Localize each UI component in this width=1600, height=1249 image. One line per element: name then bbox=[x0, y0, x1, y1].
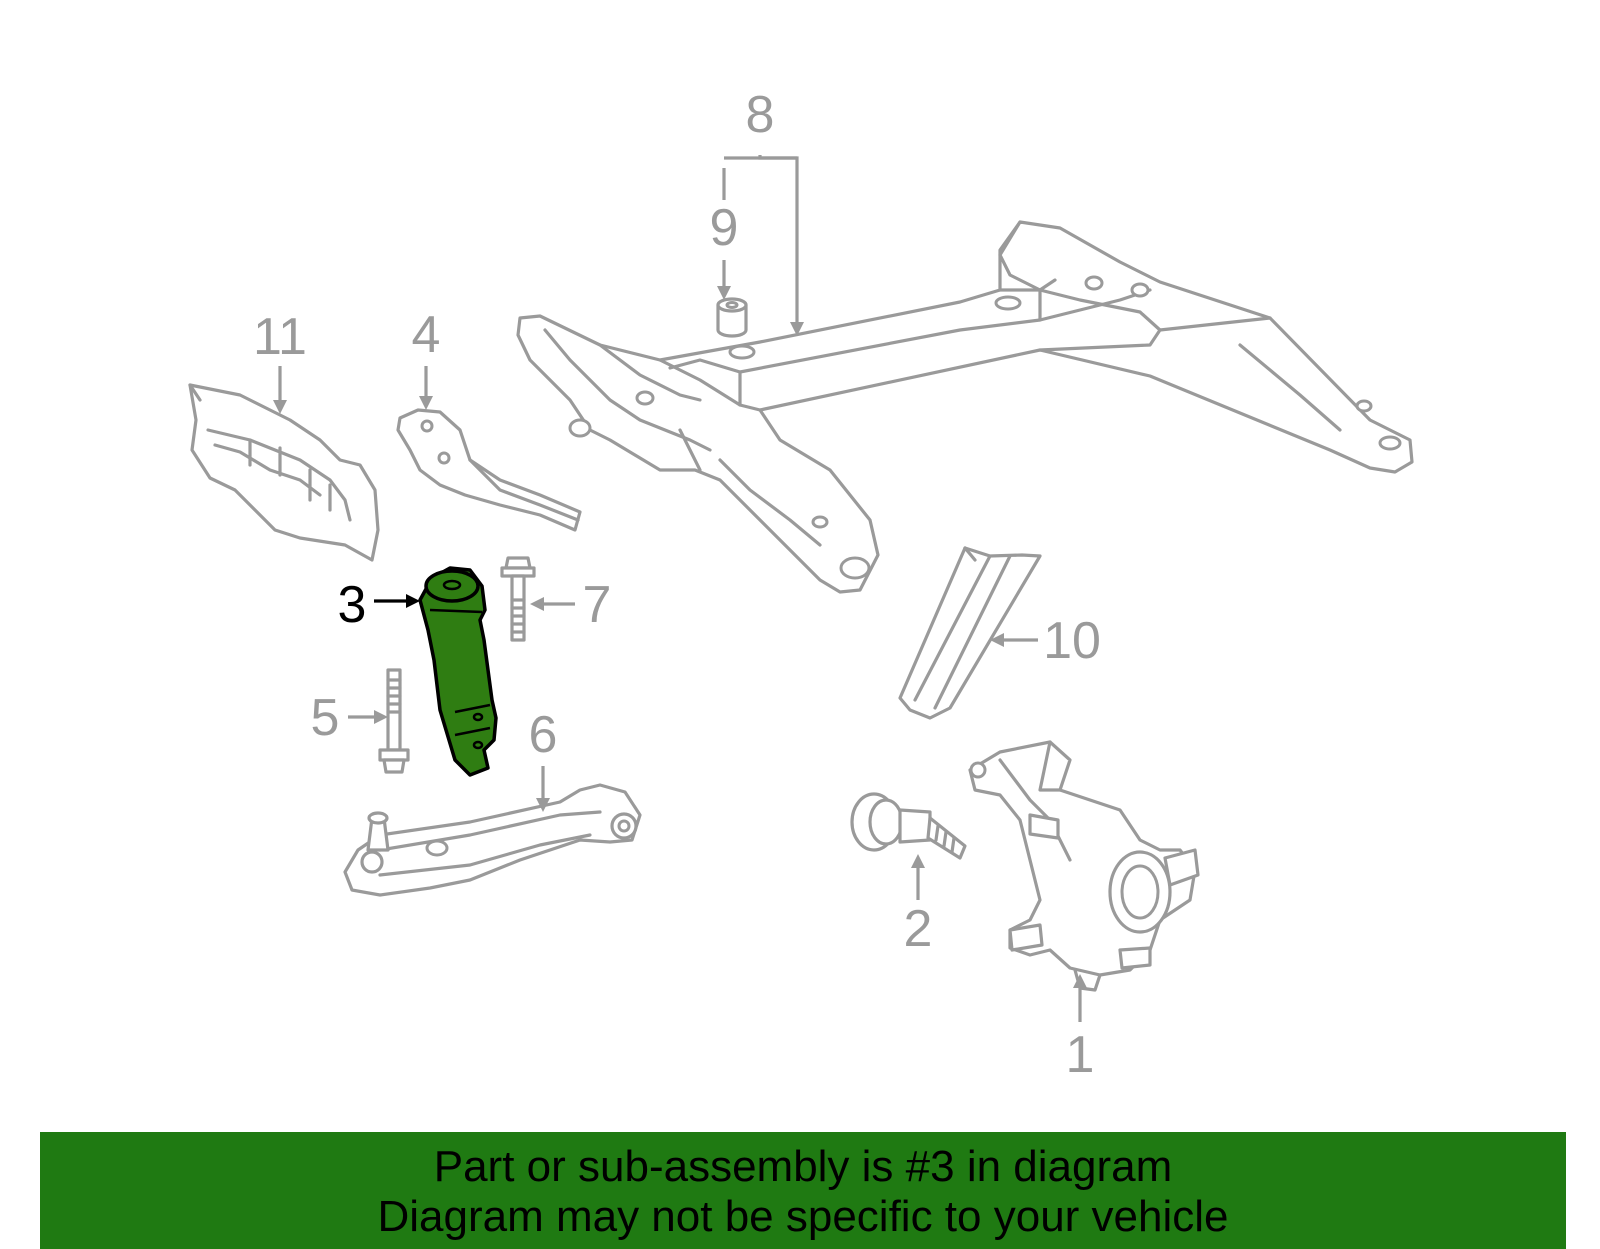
info-banner: Part or sub-assembly is #3 in diagram Di… bbox=[40, 1132, 1566, 1249]
part-6-control-arm[interactable] bbox=[343, 783, 642, 897]
part-2-axle[interactable] bbox=[850, 792, 967, 860]
part-8-crossmember[interactable] bbox=[516, 220, 1414, 594]
part-4-bracket[interactable] bbox=[396, 408, 582, 532]
part-7-bolt[interactable] bbox=[500, 556, 536, 642]
leader-lines bbox=[273, 155, 1087, 1022]
callout-4: 4 bbox=[412, 306, 441, 364]
callout-7: 7 bbox=[583, 576, 612, 634]
callout-11: 11 bbox=[253, 308, 307, 366]
callout-labels: 8 9 11 4 3 7 10 5 6 2 1 bbox=[253, 86, 1101, 1084]
callout-10: 10 bbox=[1043, 612, 1101, 670]
callout-2: 2 bbox=[904, 900, 933, 958]
callout-1: 1 bbox=[1066, 1026, 1095, 1084]
callout-5: 5 bbox=[311, 689, 340, 747]
part-3-highlighted-link[interactable] bbox=[418, 566, 498, 777]
part-10-strip[interactable] bbox=[898, 546, 1042, 720]
banner-line-2: Diagram may not be specific to your vehi… bbox=[377, 1192, 1229, 1241]
callout-6: 6 bbox=[529, 706, 558, 764]
part-1-knuckle[interactable] bbox=[968, 740, 1200, 992]
part-5-bolt[interactable] bbox=[378, 668, 410, 774]
part-11-shield[interactable] bbox=[188, 383, 380, 562]
callout-9: 9 bbox=[710, 199, 739, 257]
banner-line-1: Part or sub-assembly is #3 in diagram bbox=[433, 1142, 1173, 1191]
part-9-bushing[interactable] bbox=[716, 297, 748, 338]
callout-3: 3 bbox=[338, 576, 367, 634]
callout-8: 8 bbox=[746, 86, 775, 144]
